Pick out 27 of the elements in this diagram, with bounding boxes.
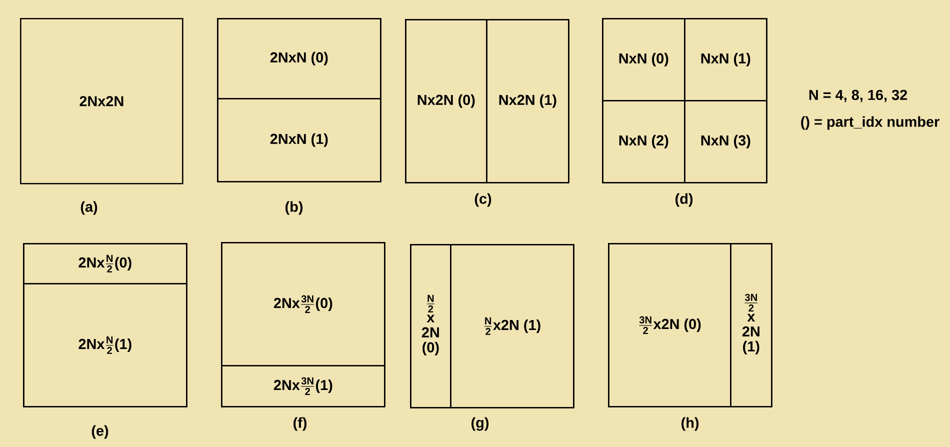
partition-box: NxN (2) — [602, 100, 686, 184]
partition-box: $\begin{matrix}\frac{\text{N}}{\text{2}}\\[-2pt]\text{x}\\[-2pt]\text{2N}\\[-2pt]\text{(0)}\end{matrix}$ — [410, 244, 452, 408]
note: N = 4, 8, 16, 32 — [809, 90, 907, 102]
partition-box: $\text{2Nx}\frac{\text{3N}}{\text{2}}\text{(1)}$ — [221, 365, 386, 408]
node-label: (e) — [92, 425, 108, 439]
partition-box: 2NxN (1) — [217, 98, 382, 182]
partition-box: $\frac{\text{3N}}{\text{2}}\text{x2N (0)}$ — [608, 243, 732, 408]
node-label: (b) — [286, 201, 303, 215]
partition-box: $\text{2Nx}\frac{\text{N}}{\text{2}}\text{(1)}$ — [23, 283, 188, 408]
partition-box: $\text{2Nx}\frac{\text{N}}{\text{2}}\text{(0)}$ — [23, 243, 188, 284]
node-label: (g) — [472, 417, 489, 431]
partition-box: Nx2N (0) — [405, 19, 488, 184]
partition-box: $\frac{\text{N}}{\text{2}}\text{x2N (1)}$ — [450, 244, 574, 408]
node-label: (c) — [474, 193, 492, 207]
node-label: (d) — [676, 193, 692, 207]
partition-box: NxN (0) — [602, 18, 686, 102]
partition-box: NxN (1) — [684, 18, 768, 102]
note: () = part_idx number — [801, 116, 940, 130]
partition-box: $\text{2Nx}\frac{\text{3N}}{\text{2}}\text{(0)}$ — [221, 242, 386, 366]
partition-box: 2Nx2N — [20, 18, 184, 184]
node-label: (f) — [294, 417, 306, 431]
partition-box: Nx2N (1) — [486, 19, 570, 184]
node-label: (h) — [682, 417, 698, 431]
partition-box: $\begin{matrix}\frac{\text{3N}}{\text{2}}\\[-2pt]\text{x}\\[-2pt]\text{2N}\\[-2pt]\text{(1)}\end{matrix}$ — [730, 243, 772, 408]
partition-box: NxN (3) — [684, 100, 768, 184]
partition-box: 2NxN (0) — [217, 18, 382, 100]
node-label: (a) — [80, 201, 98, 215]
